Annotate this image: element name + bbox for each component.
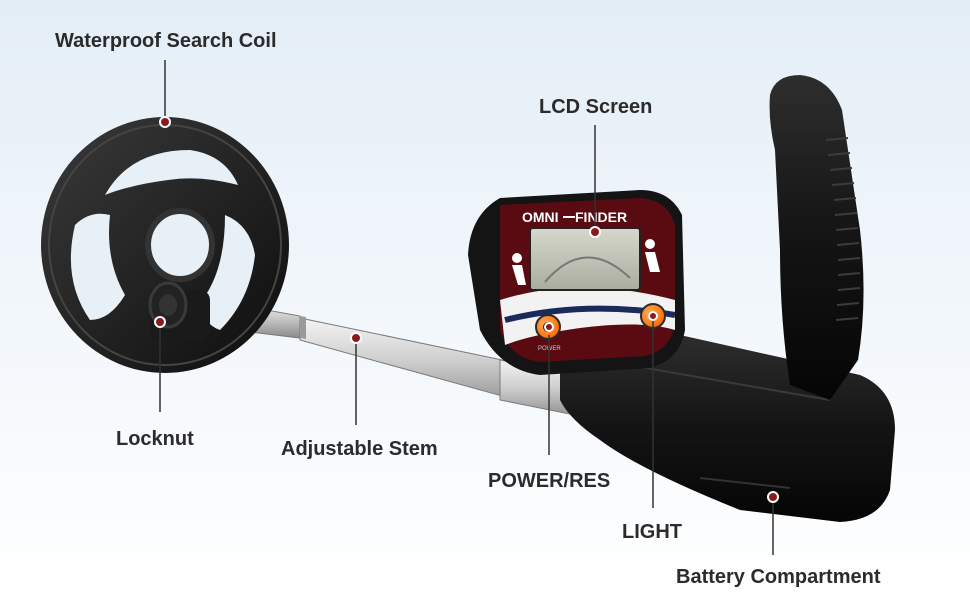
label-power-res: POWER/RES [488,470,611,492]
marker-stem [350,332,362,344]
marker-lcd [589,226,601,238]
marker-search-coil [159,116,171,128]
brand-left-text: OMNI [522,209,559,225]
marker-locknut [154,316,166,328]
label-battery-compartment: Battery Compartment [676,566,881,588]
locknut [148,281,210,340]
callout-markers [154,116,779,503]
label-locknut: Locknut [116,428,194,450]
label-adjustable-stem: Adjustable Stem [281,438,438,460]
brand-right-text: FINDER [575,209,627,225]
label-light: LIGHT [622,521,682,543]
marker-light [648,311,658,321]
label-lcd-screen: LCD Screen [539,96,653,118]
marker-battery [767,491,779,503]
leader-lines [159,60,774,555]
label-search-coil: Waterproof Search Coil [55,30,277,52]
handle [769,75,864,400]
marker-power [544,322,554,332]
